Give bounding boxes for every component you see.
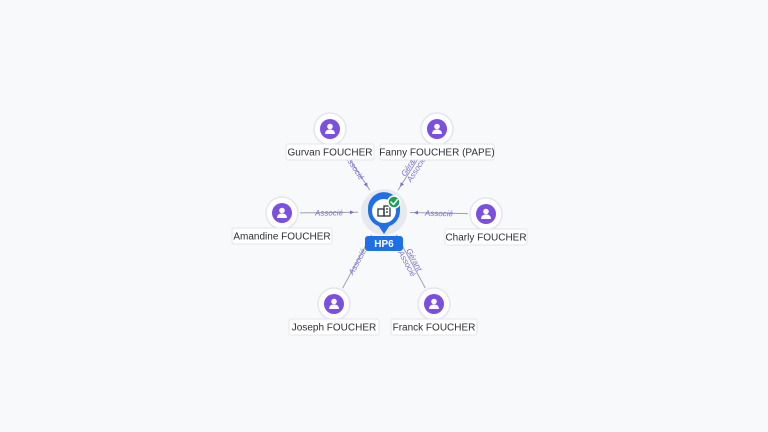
- person-label: Charly FOUCHER: [445, 233, 526, 244]
- person-label-box: [231, 227, 333, 245]
- nodes-layer: Gurvan FOUCHER Fanny FOUCHER (PAPE) Amandi…: [231, 112, 528, 336]
- person-icon: [325, 123, 335, 134]
- person-node-charly[interactable]: Charly FOUCHER: [444, 197, 528, 246]
- person-icon: [277, 207, 287, 218]
- person-node-amandine[interactable]: Amandine FOUCHER: [231, 196, 333, 245]
- center-node[interactable]: HP6: [361, 189, 407, 251]
- edge-arrow: [413, 210, 419, 215]
- center-tag: [365, 236, 403, 251]
- edge-arrow: [400, 182, 404, 187]
- edge-line: [409, 212, 469, 215]
- person-icon: [432, 123, 442, 134]
- person-label-box: [444, 228, 528, 246]
- center-label: HP6: [374, 239, 394, 250]
- edge-amandine: Associé: [299, 208, 359, 218]
- person-label: Amandine FOUCHER: [233, 232, 330, 243]
- person-icon: [429, 298, 439, 309]
- person-node-franck[interactable]: Franck FOUCHER: [390, 287, 478, 336]
- edge-arrow: [363, 182, 368, 187]
- person-label-box: [285, 143, 375, 161]
- person-node-joseph[interactable]: Joseph FOUCHER: [288, 287, 380, 336]
- person-label: Franck FOUCHER: [393, 323, 476, 334]
- person-label-box: [288, 318, 380, 336]
- building-icon: [377, 205, 391, 217]
- person-label-box: [390, 318, 478, 336]
- person-label: Gurvan FOUCHER: [287, 148, 372, 159]
- check-icon: [390, 198, 399, 206]
- person-node-gurvan[interactable]: Gurvan FOUCHER: [285, 112, 375, 161]
- person-icon: [481, 208, 491, 219]
- edge-role-label: Associé: [314, 208, 344, 217]
- person-icon: [329, 298, 339, 309]
- edge-role-label: Associé: [424, 209, 454, 219]
- edge-arrow: [349, 210, 355, 215]
- edge-role-label: Associé: [346, 247, 368, 277]
- person-label-box: [379, 143, 495, 161]
- edge-charly: Associé: [409, 209, 469, 219]
- edge-line: [299, 211, 359, 214]
- person-label: Joseph FOUCHER: [292, 323, 376, 334]
- status-badge: [387, 195, 401, 209]
- person-label: Fanny FOUCHER (PAPE): [379, 148, 494, 159]
- person-node-fanny[interactable]: Fanny FOUCHER (PAPE): [379, 112, 495, 161]
